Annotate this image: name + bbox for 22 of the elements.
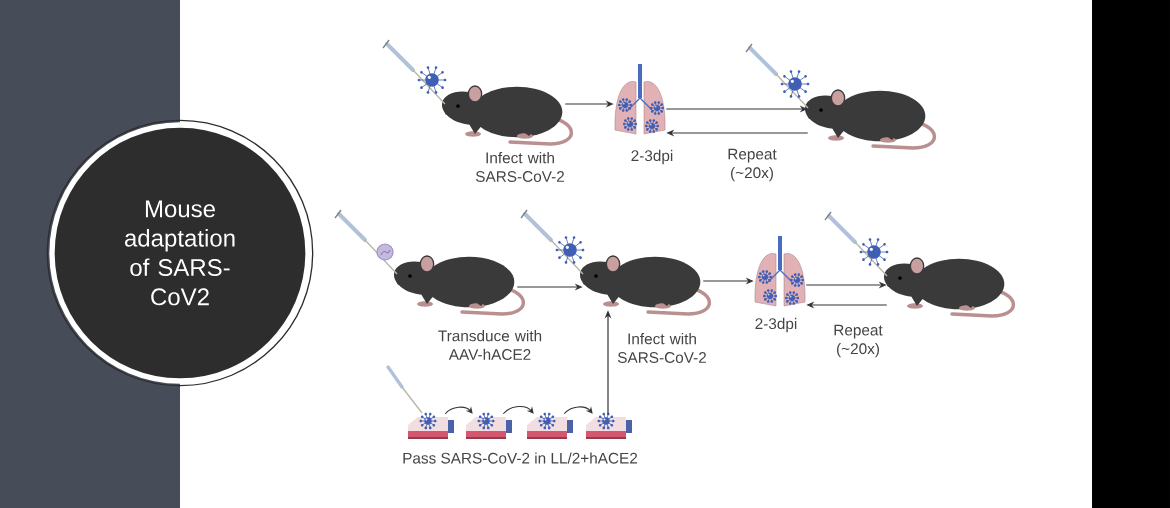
mouse-drawing	[334, 209, 526, 316]
flask-drawing	[386, 365, 454, 439]
arrow	[563, 406, 593, 415]
lungs-drawing	[614, 64, 666, 135]
arrow	[444, 406, 473, 415]
arrow	[502, 405, 534, 415]
mouse-drawing	[745, 43, 937, 150]
edge-label: Repeat (~20x)	[823, 323, 893, 359]
mouse-drawing	[382, 39, 574, 146]
node-label: Transduce with AAV-hACE2	[438, 330, 542, 360]
mouse-drawing	[824, 211, 1016, 318]
node-label: Infect with SARS-CoV-2	[617, 333, 706, 363]
flask-drawing	[586, 412, 632, 439]
edge-label: Repeat (~20x)	[717, 147, 787, 183]
node-label: 2-3dpi	[631, 149, 673, 165]
node-label: Infect with SARS-CoV-2	[475, 152, 564, 182]
flask-drawing	[466, 412, 512, 439]
lungs-drawing	[754, 236, 806, 307]
node-label: 2-3dpi	[755, 317, 797, 333]
flask-drawing	[527, 412, 573, 439]
caption: Pass SARS-CoV-2 in LL/2+hACE2	[403, 452, 638, 464]
mouse-drawing	[520, 209, 712, 316]
